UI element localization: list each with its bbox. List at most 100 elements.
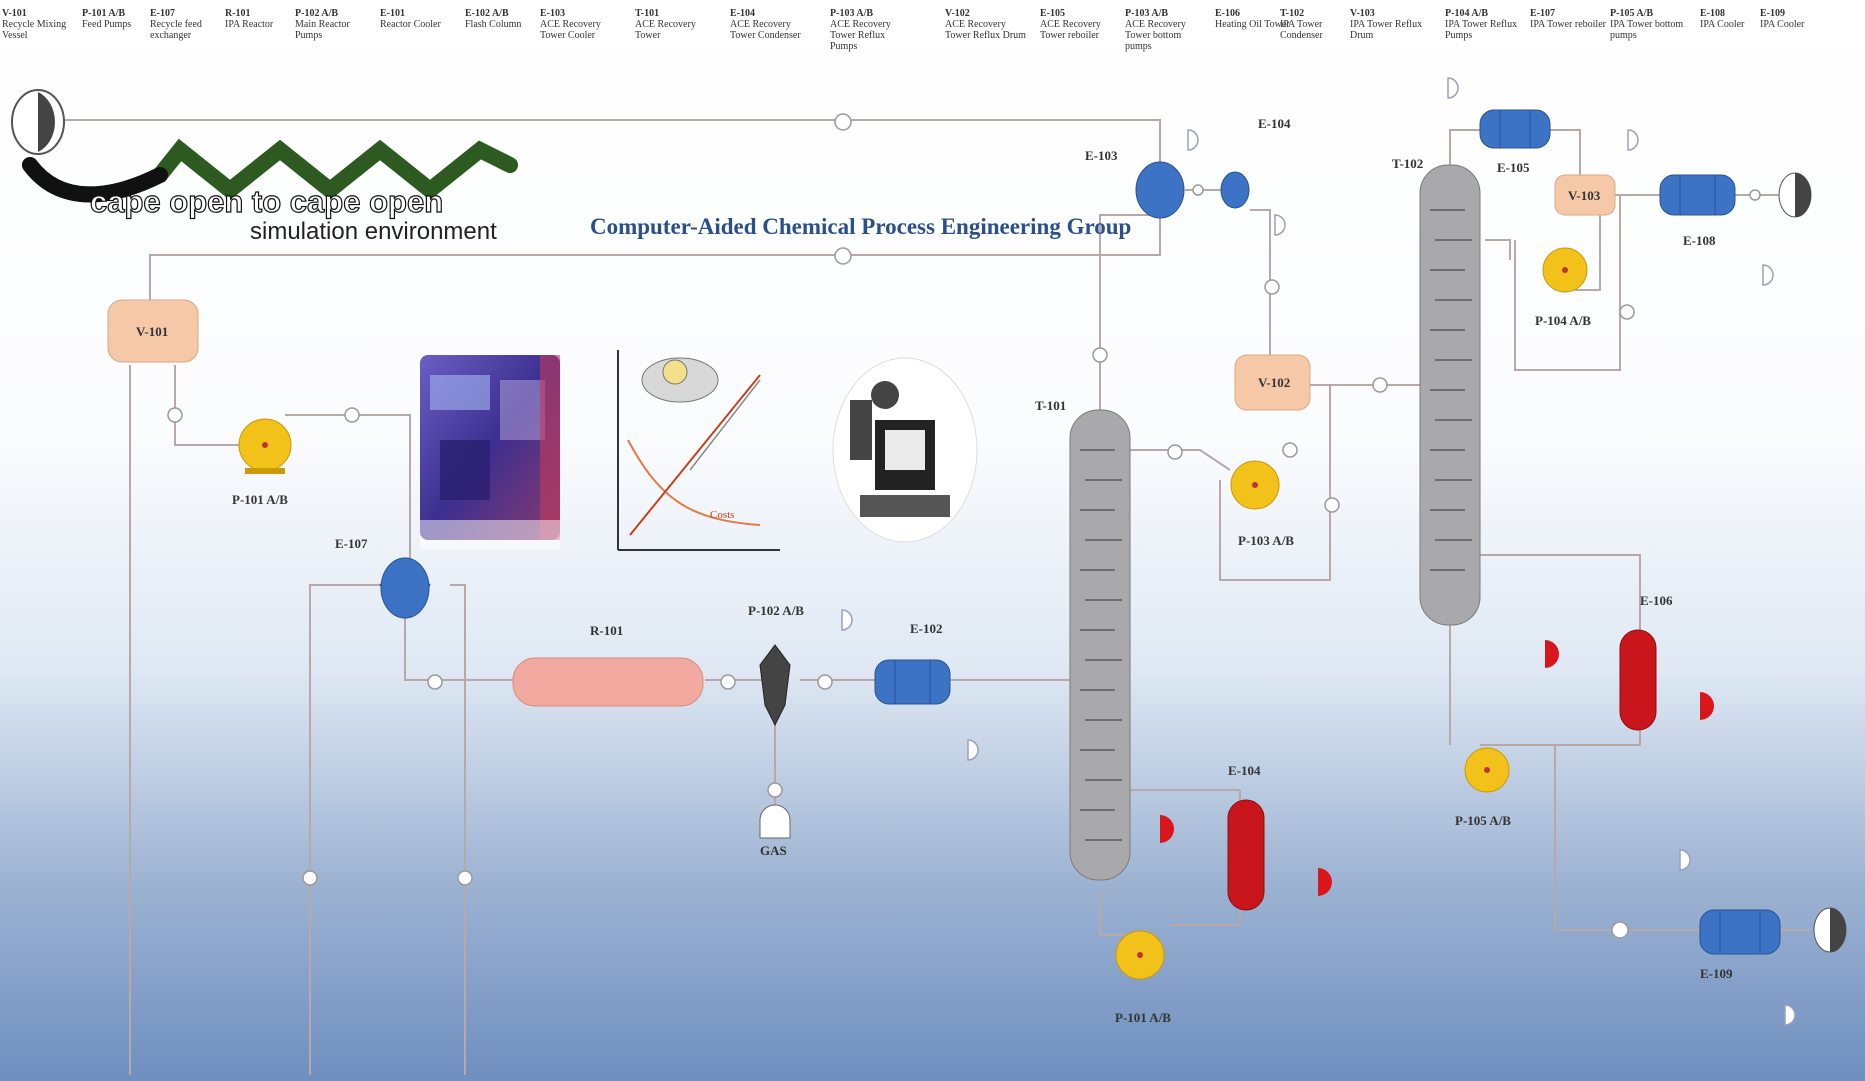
label-t101: T-101 — [1035, 398, 1066, 413]
legend-desc: Feed Pumps — [82, 19, 132, 30]
legend-tag: R-101 — [225, 8, 251, 19]
label-p101-bottom: P-101 A/B — [1115, 1010, 1171, 1025]
reactor-r101[interactable]: R-101 — [512, 623, 704, 707]
label-e106: E-106 — [1640, 593, 1673, 608]
vessel-v102[interactable]: V-102 — [1234, 354, 1311, 411]
legend-desc: IPA Cooler — [1760, 19, 1805, 30]
separator-p102[interactable]: P-102 A/B — [748, 603, 804, 727]
legend-desc: Flash Column — [465, 19, 522, 30]
legend-tag: P-102 A/B — [295, 8, 339, 19]
reboiler-e104[interactable]: E-104 — [1227, 763, 1265, 911]
legend-tag: P-104 A/B — [1445, 8, 1489, 19]
label-e109: E-109 — [1700, 966, 1733, 981]
group-title: Computer-Aided Chemical Process Engineer… — [590, 214, 1131, 239]
legend-tag: E-101 — [380, 8, 405, 19]
pump-p103[interactable]: P-103 A/B — [1230, 460, 1294, 548]
chart-caption: Costs — [710, 509, 734, 521]
legend-desc: Main Reactor Pumps — [295, 19, 350, 41]
vessel-v103[interactable]: V-103 — [1554, 174, 1616, 216]
legend-tag: T-101 — [635, 8, 660, 19]
exchanger-e107[interactable]: E-107 — [335, 536, 431, 619]
valve-nodes — [167, 113, 1761, 939]
exchanger-e109[interactable]: E-109 — [1699, 909, 1781, 981]
utility-icons — [841, 77, 1796, 1026]
legend-tag: P-103 A/B — [1125, 8, 1169, 19]
steam-out-icon-2 — [1700, 692, 1714, 720]
label-v102: V-102 — [1258, 375, 1290, 390]
reboiler-e106[interactable]: E-106 — [1619, 593, 1673, 731]
label-e107: E-107 — [335, 536, 368, 551]
engineer-illustration — [832, 357, 978, 543]
pipe-network — [55, 119, 1810, 1075]
legend-desc: ACE Recovery Tower bottom pumps — [1125, 19, 1186, 52]
exchanger-e104-top[interactable]: E-104 — [1220, 116, 1291, 209]
exchanger-e108[interactable]: E-108 — [1659, 174, 1736, 248]
exchanger-e105[interactable]: E-105 — [1479, 109, 1551, 175]
legend-desc: Recycle feed exchanger — [150, 19, 202, 41]
legend-tag: E-105 — [1040, 8, 1065, 19]
pump-p104[interactable]: P-104 A/B — [1535, 247, 1591, 328]
label-v103: V-103 — [1568, 188, 1601, 203]
steam-in-icon — [1160, 815, 1174, 843]
label-e104-top: E-104 — [1258, 116, 1291, 131]
legend-tag: E-109 — [1760, 8, 1785, 19]
legend-tag: E-104 — [730, 8, 755, 19]
legend-tag: V-101 — [2, 8, 27, 19]
legend-desc: Heating Oil Tower — [1215, 19, 1290, 30]
legend-tag: V-103 — [1350, 8, 1375, 19]
product-outlet-top — [1778, 172, 1812, 218]
label-e102: E-102 — [910, 621, 943, 636]
pump-p101[interactable]: P-101 A/B — [232, 418, 292, 507]
label-p101: P-101 A/B — [232, 492, 288, 507]
label-e103: E-103 — [1085, 148, 1118, 163]
legend-tag: E-102 A/B — [465, 8, 509, 19]
label-p102: P-102 A/B — [748, 603, 804, 618]
label-p105: P-105 A/B — [1455, 813, 1511, 828]
legend-tag: P-103 A/B — [830, 8, 874, 19]
label-p103: P-103 A/B — [1238, 533, 1294, 548]
legend-desc: IPA Tower Reflux Pumps — [1445, 19, 1518, 41]
pump-p105[interactable]: P-105 A/B — [1455, 747, 1511, 828]
logo-subtitle: simulation environment — [250, 218, 497, 245]
legend-desc: IPA Reactor — [225, 19, 274, 30]
legend-tag: P-105 A/B — [1610, 8, 1654, 19]
exchanger-e102[interactable]: E-102 — [874, 621, 951, 705]
label-e108: E-108 — [1683, 233, 1716, 248]
legend-tag: E-108 — [1700, 8, 1725, 19]
legend-desc: IPA Tower reboiler — [1530, 19, 1606, 30]
label-e104: E-104 — [1228, 763, 1261, 778]
column-t101[interactable]: T-101 — [1035, 398, 1131, 881]
label-p104: P-104 A/B — [1535, 313, 1591, 328]
label-r101: R-101 — [590, 623, 623, 638]
cost-chart-sketch: Costs — [617, 350, 780, 551]
column-t102[interactable]: T-102 — [1392, 156, 1481, 626]
vessel-v101[interactable]: V-101 — [107, 299, 199, 363]
label-v101: V-101 — [136, 324, 168, 339]
steam-in-icon-2 — [1545, 640, 1559, 668]
legend-desc: IPA Cooler — [1700, 19, 1745, 30]
legend-tag: V-102 — [945, 8, 970, 19]
legend-desc: IPA Tower Reflux Drum — [1350, 19, 1423, 41]
pump-p101-bottom[interactable]: P-101 A/B — [1115, 930, 1171, 1025]
exchanger-e103[interactable]: E-103 — [1085, 148, 1185, 219]
label-t102: T-102 — [1392, 156, 1423, 171]
legend-desc: ACE Recovery Tower reboiler — [1040, 19, 1101, 41]
